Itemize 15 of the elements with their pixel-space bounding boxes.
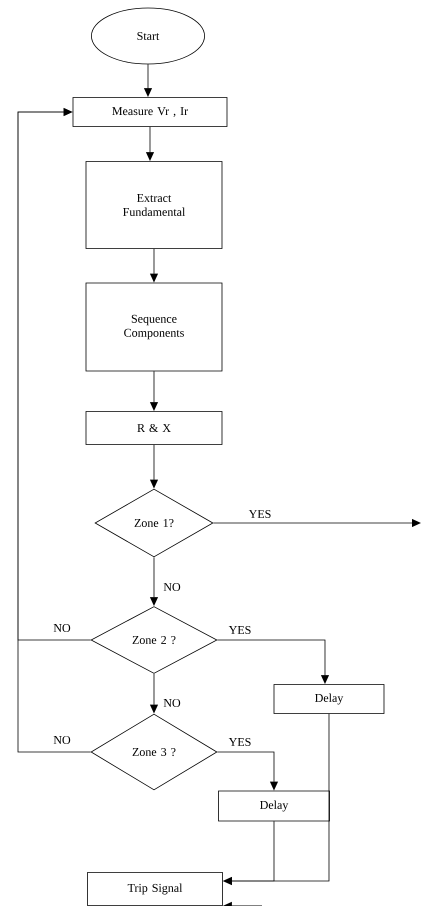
process-box: Extract Fundamental: [86, 161, 222, 249]
edge-label: YES: [228, 624, 252, 636]
edge-label: NO: [162, 582, 182, 592]
process-box: Measure Vr , Ir: [72, 97, 228, 127]
edge-label: NO: [52, 622, 72, 634]
process-box: Delay: [274, 684, 384, 714]
arrow: [18, 108, 91, 752]
process-box: Trip Signal: [87, 872, 223, 906]
process-box: Sequence Components: [86, 282, 222, 372]
edge-label: YES: [228, 736, 252, 748]
edge-label: NO: [52, 734, 72, 746]
process-box: Delay: [218, 790, 330, 822]
edge-label: YES: [248, 508, 272, 520]
edge-label: NO: [162, 698, 182, 708]
process-box: R & X: [86, 411, 222, 445]
